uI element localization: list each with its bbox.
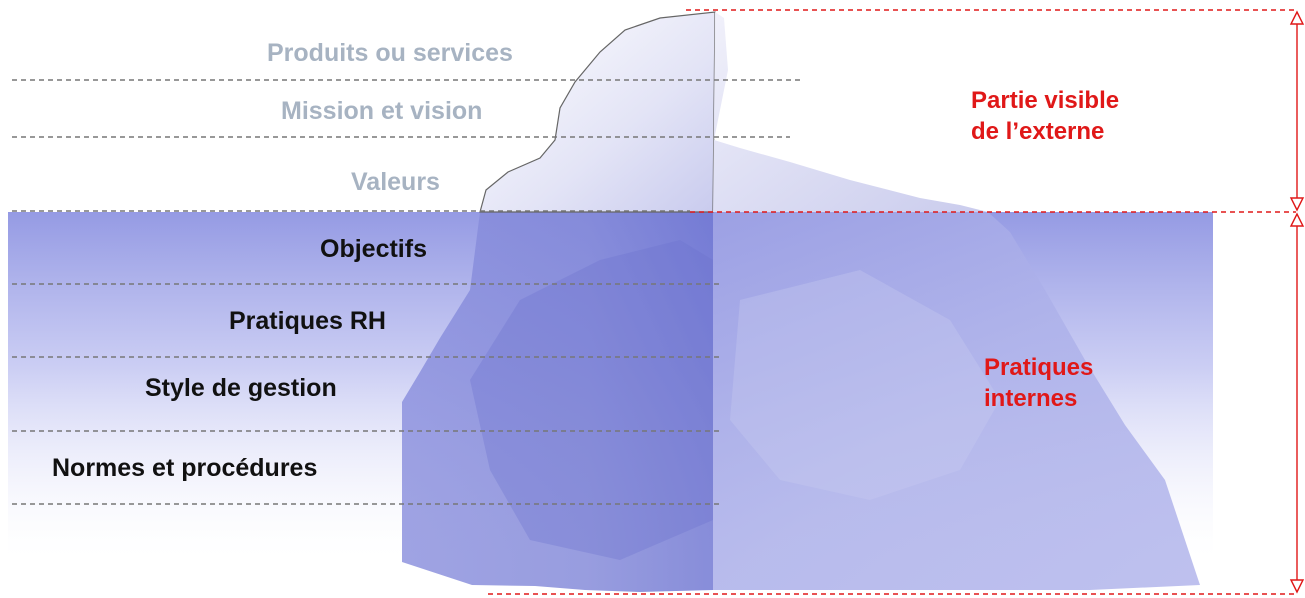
iceberg-tip-right — [713, 12, 988, 212]
iceberg-submerged-right — [713, 212, 1200, 590]
iceberg-tip-left — [479, 11, 716, 213]
zone-label-visible-line1: Partie visible — [971, 87, 1120, 114]
zone-label-internal: Pratiques internes — [984, 352, 1093, 414]
layer-label-normes: Normes et procédures — [52, 454, 318, 482]
layer-label-objectifs: Objectifs — [320, 235, 427, 263]
zone-label-internal-line2: internes — [984, 385, 1078, 412]
layer-label-mission: Mission et vision — [281, 97, 483, 125]
zone-label-internal-line1: Pratiques — [984, 354, 1094, 381]
zone-dividers — [488, 9, 1296, 595]
layer-label-produits: Produits ou services — [267, 39, 513, 67]
zone-dimension-arrows — [1289, 10, 1305, 594]
iceberg-facet — [730, 270, 1000, 500]
iceberg-facet — [470, 240, 713, 560]
iceberg-submerged-left — [402, 212, 713, 592]
layer-guide-lines — [12, 79, 800, 505]
zone-label-visible: Partie visible de l’externe — [971, 85, 1119, 147]
zone-label-visible-line2: de l’externe — [971, 118, 1105, 145]
layer-label-pratiques-rh: Pratiques RH — [229, 307, 386, 335]
layer-label-valeurs: Valeurs — [351, 168, 440, 196]
layer-label-style: Style de gestion — [145, 374, 337, 402]
